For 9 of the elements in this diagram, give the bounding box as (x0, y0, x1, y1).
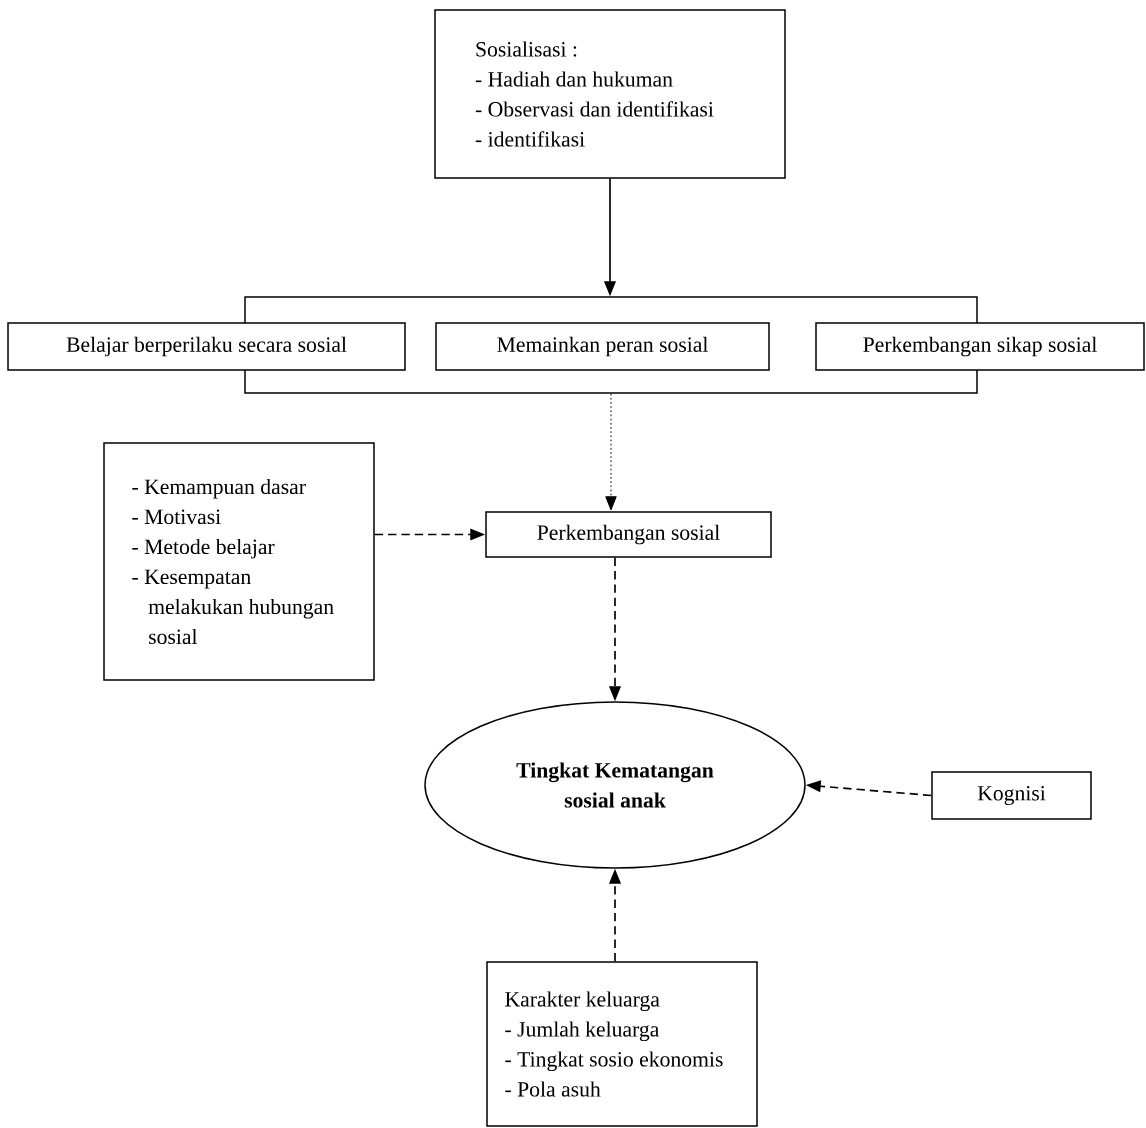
process-box: Belajar berperilaku secara sosial (7, 322, 406, 371)
process-box: Perkembangan sosial (485, 511, 772, 558)
process-box: Kognisi (931, 771, 1092, 820)
list-box: - Kemampuan dasar - Motivasi - Metode belajar - Kesempatan melakukan hubungan sosial (103, 442, 375, 681)
process-box: Perkembangan sikap sosial (815, 322, 1145, 371)
list-box: Karakter keluarga - Jumlah keluarga - Tingkat sosio ekonomis - Pola asuh (486, 961, 758, 1127)
process-box: Memainkan peran sosial (435, 322, 770, 371)
arrow (605, 393, 617, 511)
list-box: Sosialisasi : - Hadiah dan hukuman - Observasi dan identifikasi - identifikasi (434, 9, 786, 179)
